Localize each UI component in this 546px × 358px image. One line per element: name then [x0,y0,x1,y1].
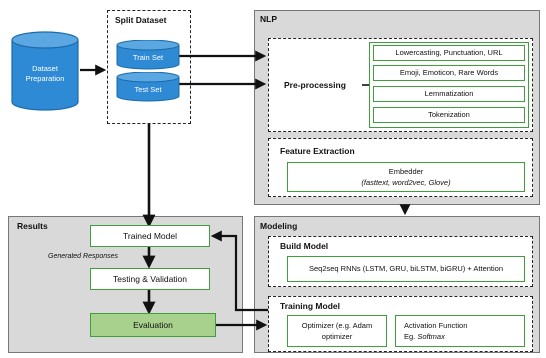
embedder-box: Embedder (fasttext, word2vec, Glove) [287,162,525,192]
optimizer-box: Optimizer (e.g. Adam optimizer [287,315,387,347]
activation-prefix: Eg. [404,332,418,341]
train-set-icon [116,40,180,70]
activation-example: Softmax [417,332,445,341]
build-model-description: Seq2seq RNNs (LSTM, GRU, biLSTM, biGRU) … [287,256,525,282]
evaluation-box: Evaluation [90,313,216,337]
test-set-label: Test Set [134,84,162,94]
trained-model-box: Trained Model [90,225,210,247]
database-icon [11,31,79,111]
activation-function-line1: Activation Function [404,321,468,330]
train-set-cylinder: Train Set [116,40,180,70]
dataset-preparation-label: Dataset Preparation [25,64,65,83]
activation-function-box: Activation Function Eg. Softmax [395,315,525,347]
training-model-title: Training Model [280,301,340,311]
testing-validation-box: Testing & Validation [90,268,210,290]
test-set-icon [116,72,180,102]
dataset-preparation-cylinder: Dataset Preparation [10,30,80,112]
preprocessing-step-tokenization: Tokenization [373,107,525,123]
build-model-title: Build Model [280,241,329,251]
train-set-label: Train Set [132,52,164,62]
nlp-title: NLP [260,14,277,24]
modeling-title: Modeling [260,221,298,231]
activation-function-line2: Eg. Softmax [404,331,524,342]
results-title: Results [17,221,48,231]
optimizer-line1: Optimizer (e.g. Adam [301,321,373,330]
preprocessing-step-lemmatization: Lemmatization [373,86,525,102]
embedder-detail: (fasttext, word2vec, Glove) [361,178,451,187]
preprocessing-step-emoji: Emoji, Emoticon, Rare Words [373,65,525,81]
optimizer-line2: optimizer [321,332,353,341]
preprocessing-step-lowercasing: Lowercasting, Punctuation, URL [373,45,525,61]
preprocessing-title: Pre-processing [284,80,346,90]
split-dataset-title: Split Dataset [115,15,167,25]
generated-responses-label: Generated Responses [48,253,119,260]
test-set-cylinder: Test Set [116,72,180,102]
feature-extraction-title: Feature Extraction [280,146,355,156]
embedder-label: Embedder [388,167,424,176]
